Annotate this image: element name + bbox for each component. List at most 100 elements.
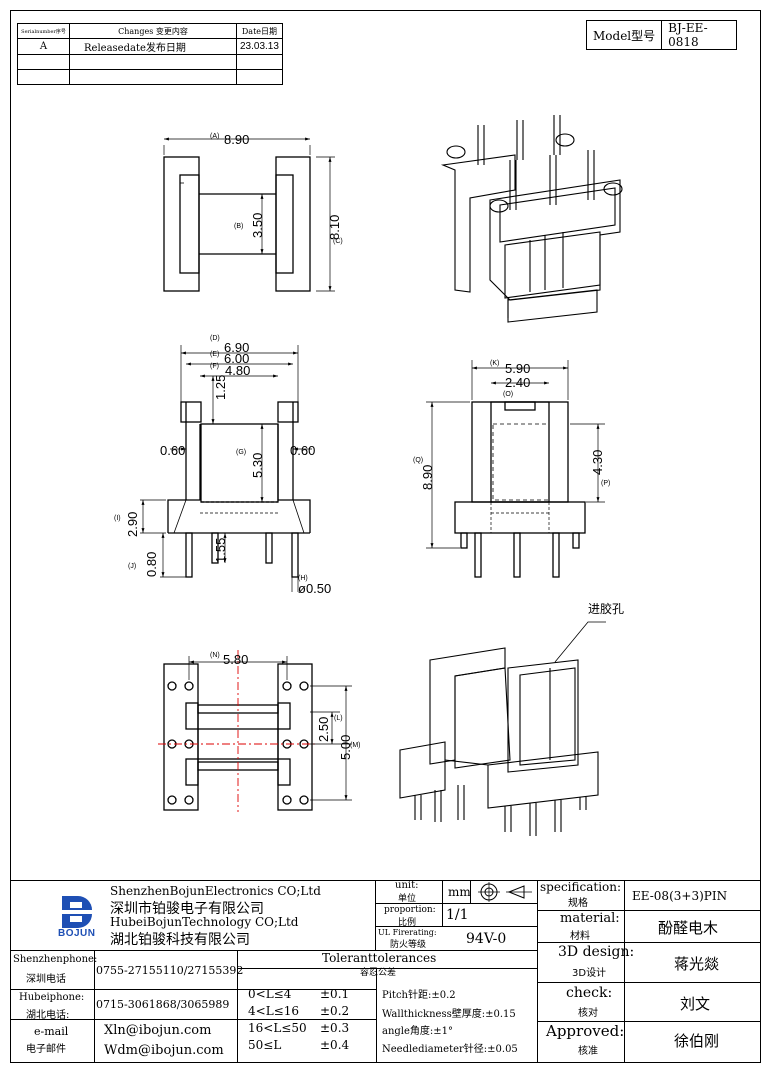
note-needle: Needlediameter针径:±0.05 <box>382 1044 518 1055</box>
design-label: 3D design: <box>558 944 635 960</box>
tolerance-value-1: ±0.1 <box>320 987 350 1001</box>
dim-top-height: 1.25 <box>213 375 228 400</box>
dim-q-tag: (Q) <box>413 457 423 464</box>
dim-m-tag: (M) <box>350 742 361 749</box>
tolerance-value-4: ±0.4 <box>320 1038 350 1052</box>
material-label: material: <box>560 911 620 926</box>
material-label-cn: 材料 <box>570 931 590 942</box>
front-view <box>426 360 605 578</box>
hubei-phone-label-cn: 湖北电话: <box>26 1010 70 1021</box>
dim-p: 4.30 <box>590 450 605 475</box>
model-label: Model型号 <box>585 20 663 50</box>
check-value: 刘文 <box>680 995 711 1013</box>
dim-q: 8.90 <box>420 465 435 490</box>
title-block: BOJUN ShenzhenBojunElectronics CO;Ltd 深圳… <box>10 880 761 1063</box>
shenzhen-phone-label-cn: 深圳电话 <box>26 974 66 985</box>
design-value: 蒋光燚 <box>674 955 720 973</box>
top-view <box>163 137 335 292</box>
firerating-value: 94V-0 <box>466 931 507 947</box>
dim-e: 6.00 <box>224 351 249 366</box>
projection-symbol <box>478 882 532 902</box>
dim-n: 5.80 <box>223 652 248 667</box>
dim-f-tag: (F) <box>210 363 219 370</box>
company-name-en-1: ShenzhenBojunElectronics CO;Ltd <box>110 884 321 898</box>
tolerance-range-1: 0<L≤4 <box>248 987 292 1001</box>
tolerance-value-2: ±0.2 <box>320 1004 350 1018</box>
dim-l: 2.50 <box>316 717 331 742</box>
dim-g: 5.30 <box>250 453 265 478</box>
dim-l-tag: (L) <box>334 715 343 722</box>
material-value: 酚醛电木 <box>658 919 719 937</box>
tolerance-range-2: 4<L≤16 <box>248 1004 299 1018</box>
dim-g-tag: (G) <box>236 449 246 456</box>
unit-value: mm <box>448 885 471 899</box>
dim-h-tag: (H) <box>298 575 308 582</box>
email-1: Xln@ibojun.com <box>104 1023 212 1038</box>
technical-drawings: 8.90 (A) (B) 3.50 8.10 (C) 6.90 (D) 6.00… <box>114 115 624 836</box>
table-row <box>17 69 283 85</box>
dim-j-tag: (J) <box>128 563 136 570</box>
company-logo: BOJUN <box>58 892 100 940</box>
dim-p-tag: (P) <box>601 480 610 487</box>
dim-e-tag: (E) <box>210 351 219 358</box>
email-2: Wdm@ibojun.com <box>104 1043 224 1058</box>
dim-o: 2.40 <box>505 375 530 390</box>
note-angle: angle角度:±1° <box>382 1026 454 1037</box>
hubei-phone-label: Hubeiphone: <box>19 992 85 1003</box>
proportion-label-cn: 比例 <box>398 918 417 928</box>
approved-value: 徐伯刚 <box>674 1032 720 1050</box>
model-value: BJ-EE-0818 <box>661 20 738 50</box>
dim-c: 8.10 <box>327 215 342 240</box>
table-row: A Releasedate发布日期 23.03.13 <box>17 38 283 55</box>
dim-h: ø0.50 <box>298 581 331 596</box>
tolerance-title-cn: 容忍公差 <box>360 968 397 978</box>
tolerance-title: Toleranttolerances <box>322 951 437 965</box>
hubei-phone: 0715-3061868/3065989 <box>96 998 230 1011</box>
isometric-view-top <box>440 115 623 323</box>
dim-b: 3.50 <box>250 213 265 238</box>
approved-label: Approved: <box>546 1022 625 1040</box>
approved-label-cn: 核准 <box>578 1046 598 1057</box>
spec-value: EE-08(3+3)PIN <box>632 889 728 903</box>
revision-table: Serialnumber序号 Changes 变更内容 Date日期 A Rel… <box>17 23 283 85</box>
dim-k: 5.90 <box>505 361 530 376</box>
spec-label-cn: 规格 <box>568 898 588 909</box>
dim-n-tag: (N) <box>210 652 220 659</box>
email-label: e-mail <box>34 1025 69 1038</box>
note-pitch: Pitch针距:±0.2 <box>382 990 456 1001</box>
dim-d-tag: (D) <box>210 335 220 342</box>
dim-c-tag: (C) <box>333 238 343 245</box>
dim-left-wall: 0.60 <box>160 443 185 458</box>
dim-i: 2.90 <box>125 512 140 537</box>
model-box: Model型号 BJ-EE-0818 <box>585 20 738 50</box>
company-name-en-2: HubeiBojunTechnology CO;Ltd <box>110 915 299 929</box>
cell <box>69 69 237 85</box>
isometric-view-bottom <box>399 621 606 836</box>
dim-m: 5.00 <box>338 735 353 760</box>
design-label-cn: 3D设计 <box>572 968 607 979</box>
dim-a: 8.90 <box>224 132 249 147</box>
dim-a-tag: (A) <box>210 133 219 140</box>
spec-label: specification: <box>540 880 622 894</box>
unit-label: unit: <box>395 880 419 891</box>
drawing-border <box>10 10 761 1063</box>
side-view <box>140 345 312 592</box>
cell <box>236 69 283 85</box>
proportion-label: proportion: <box>384 905 436 915</box>
unit-label-cn: 单位 <box>398 894 417 904</box>
dim-pin-length: 1.55 <box>213 538 228 563</box>
dim-f: 4.80 <box>225 363 250 378</box>
gate-label: 进胶孔 <box>588 601 624 616</box>
firerating-label-cn: 防火等级 <box>390 940 427 950</box>
tolerance-value-3: ±0.3 <box>320 1021 350 1035</box>
shenzhen-phone: 0755-27155110/27155392 <box>96 964 244 977</box>
email-label-cn: 电子邮件 <box>26 1044 66 1055</box>
tolerance-range-3: 16<L≤50 <box>248 1021 307 1035</box>
firerating-label: UL Firerating: <box>378 928 437 937</box>
dim-k-tag: (K) <box>490 360 499 367</box>
dim-right-wall: 0.60 <box>290 443 315 458</box>
tolerance-range-4: 50≤L <box>248 1038 282 1052</box>
table-row <box>17 54 283 70</box>
company-name-cn-1: 深圳市铂骏电子有限公司 <box>110 901 264 917</box>
dim-b-tag: (B) <box>234 223 243 230</box>
